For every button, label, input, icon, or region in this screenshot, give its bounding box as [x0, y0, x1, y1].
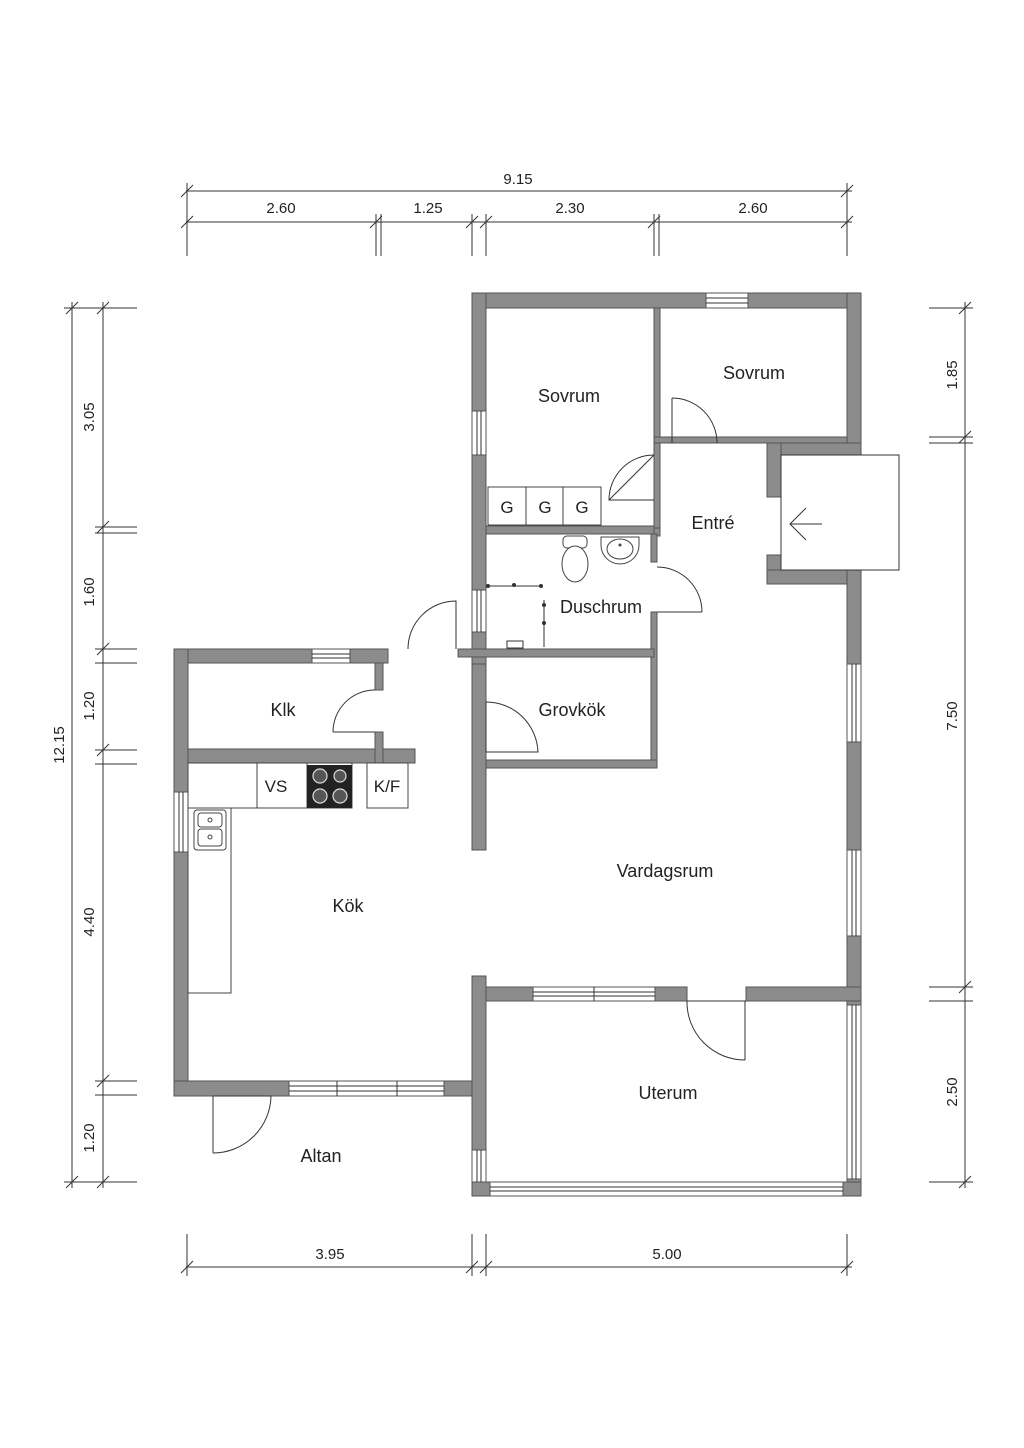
dim-right-segment: 1.85: [944, 360, 961, 389]
room-label-grovkok: Grovkök: [538, 700, 606, 720]
wardrobes: G G G: [487, 486, 602, 526]
dim-left-total: 12.15: [51, 726, 68, 764]
door-sovrum-2: [671, 397, 718, 444]
dim-left-segment: 1.60: [81, 577, 98, 606]
window: [705, 292, 749, 309]
dim-top-segment: 1.25: [413, 200, 442, 217]
room-labels: Sovrum Sovrum Entré Duschrum Grovkök Klk…: [270, 363, 785, 1166]
wardrobe-label: G: [538, 498, 551, 517]
room-label-entre: Entré: [691, 513, 734, 533]
top-dimensions: 9.15 2.60 1.25 2.30 2.60: [180, 171, 854, 256]
window: [471, 1149, 487, 1183]
room-label-uterum: Uterum: [638, 1083, 697, 1103]
windows: [173, 292, 862, 1197]
room-label-vardagsrum: Vardagsrum: [617, 861, 714, 881]
dim-top-segment: 2.60: [266, 200, 295, 217]
wardrobe-label: G: [575, 498, 588, 517]
window: [471, 589, 487, 633]
wardrobe-label: G: [500, 498, 513, 517]
dim-left-segment: 1.20: [81, 1123, 98, 1152]
window: [846, 1004, 862, 1180]
shower-icon: [486, 583, 546, 649]
door-sovrum-1: [608, 454, 655, 501]
dim-left-segment: 1.20: [81, 691, 98, 720]
window: [471, 410, 487, 456]
toilet-icon: [561, 535, 589, 583]
right-dimensions: 1.85 7.50 2.50: [929, 301, 973, 1189]
door-grovkok: [485, 701, 539, 753]
room-label-duschrum: Duschrum: [560, 597, 642, 617]
door-duschrum: [656, 566, 703, 613]
window: [173, 791, 189, 853]
dishwasher-label: VS: [265, 777, 288, 796]
left-dimensions: 12.15 3.05 1.60 1.20 4.40 1.20: [51, 301, 137, 1189]
door-outdoor-kok: [407, 600, 457, 650]
room-label-klk: Klk: [270, 700, 296, 720]
dim-bottom-segment: 3.95: [315, 1246, 344, 1263]
room-label-kok: Kök: [332, 896, 364, 916]
washbasin-icon: [600, 536, 640, 565]
bottom-dimensions: 3.95 5.00: [180, 1234, 854, 1276]
entrance-platform: [780, 454, 900, 571]
door-klk: [332, 689, 376, 733]
doors: [212, 397, 746, 1154]
arrow-left-icon: [789, 507, 822, 541]
dim-right-segment: 2.50: [944, 1077, 961, 1106]
dim-top-segment: 2.30: [555, 200, 584, 217]
walls: [173, 292, 862, 1197]
window: [532, 986, 656, 1002]
kitchen-counter: VS K/F: [187, 762, 409, 994]
dim-top-segment: 2.60: [738, 200, 767, 217]
dim-left-segment: 4.40: [81, 907, 98, 936]
sink-icon: [193, 809, 227, 851]
dim-top-total: 9.15: [503, 171, 532, 188]
dim-bottom-segment: 5.00: [652, 1246, 681, 1263]
dim-left-segment: 3.05: [81, 402, 98, 431]
door-uterum: [686, 1000, 746, 1061]
door-altan: [212, 1095, 272, 1154]
dim-right-segment: 7.50: [944, 701, 961, 730]
room-label-sovrum: Sovrum: [538, 386, 600, 406]
window: [846, 663, 862, 743]
room-label-altan: Altan: [300, 1146, 341, 1166]
room-label-sovrum: Sovrum: [723, 363, 785, 383]
window: [489, 1181, 844, 1197]
window: [311, 648, 351, 664]
window: [288, 1080, 445, 1097]
stove-icon: [307, 765, 352, 808]
window: [846, 849, 862, 937]
fridge-freezer-label: K/F: [374, 777, 400, 796]
